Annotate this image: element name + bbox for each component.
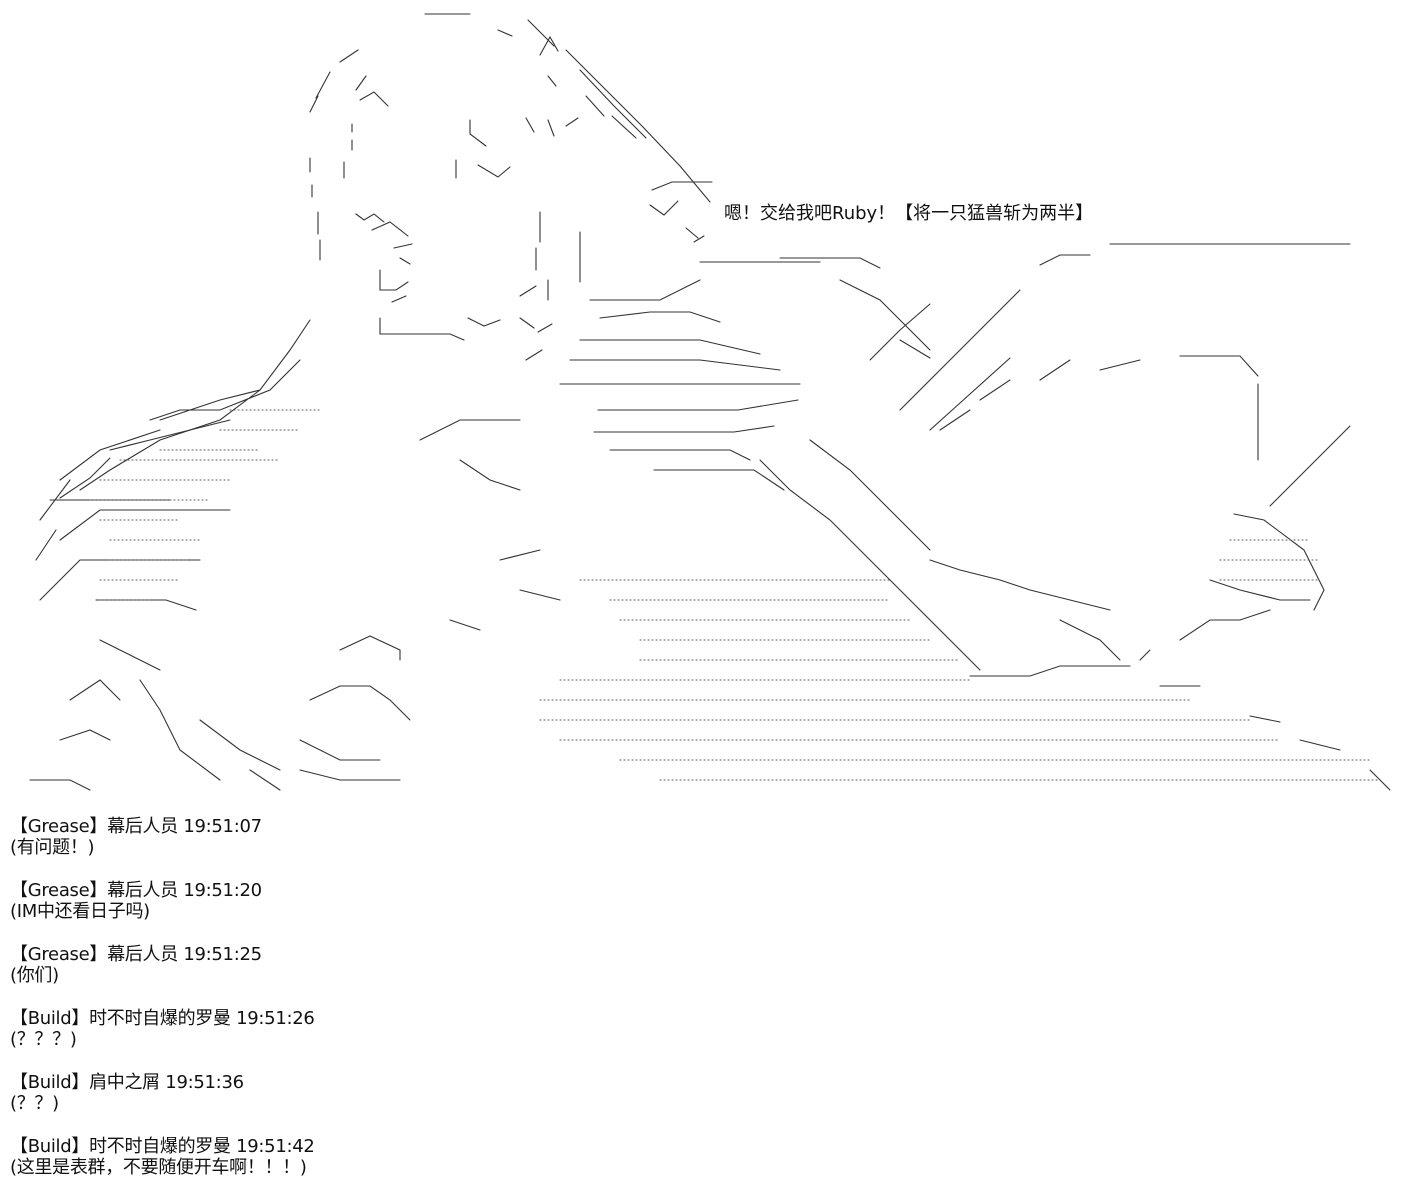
message-body: (？？？) [10, 1029, 77, 1050]
chat-message: 【Grease】幕后人员 19:51:20 (IM中还看日子吗) [10, 880, 1410, 944]
message-body: (？？) [10, 1093, 59, 1114]
message-header: 【Grease】幕后人员 19:51:25 [10, 944, 262, 965]
message-header: 【Build】肩中之屑 19:51:36 [10, 1072, 244, 1093]
message-header: 【Build】时不时自爆的罗曼 19:51:26 [10, 1008, 315, 1029]
message-body: (IM中还看日子吗) [10, 901, 150, 922]
message-body: (有问题！) [10, 837, 95, 858]
message-header: 【Build】时不时自爆的罗曼 19:51:42 [10, 1136, 315, 1157]
message-body: (这里是表群，不要随便开车啊！！！) [10, 1157, 307, 1178]
chat-message: 【Build】肩中之屑 19:51:36 (？？) [10, 1072, 1410, 1136]
chat-message: 【Grease】幕后人员 19:51:07 (有问题！) [10, 816, 1410, 880]
chat-message: 【Grease】幕后人员 19:51:25 (你们) [10, 944, 1410, 1008]
ascii-art-illustration [29, 13, 1391, 791]
speech-caption: 嗯！交给我吧Ruby！【将一只猛兽斩为两半】 [724, 203, 1094, 224]
message-header: 【Grease】幕后人员 19:51:20 [10, 880, 262, 901]
chat-log: 【Grease】幕后人员 19:51:07 (有问题！) 【Grease】幕后人… [10, 816, 1410, 1200]
chat-message: 【Build】时不时自爆的罗曼 19:51:42 (这里是表群，不要随便开车啊！… [10, 1136, 1410, 1200]
chat-message: 【Build】时不时自爆的罗曼 19:51:26 (？？？) [10, 1008, 1410, 1072]
message-header: 【Grease】幕后人员 19:51:07 [10, 816, 262, 837]
message-body: (你们) [10, 965, 59, 986]
ascii-art-scene: 嗯！交给我吧Ruby！【将一只猛兽斩为两半】 [29, 13, 1391, 791]
